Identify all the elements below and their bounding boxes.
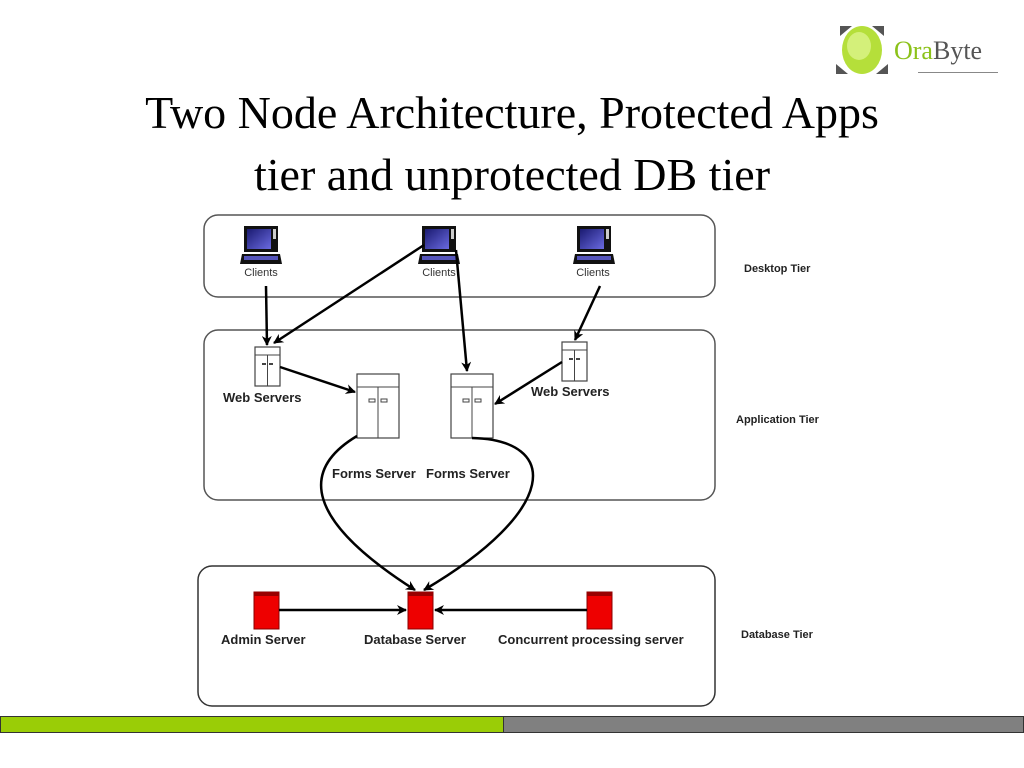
web-servers-label: Web Servers	[223, 390, 302, 405]
admin-server-label: Admin Server	[221, 632, 306, 647]
database-tier-label: Database Tier	[741, 629, 813, 641]
concurrent-processing-server-icon	[586, 591, 613, 630]
forms-server-label: Forms Server	[332, 466, 416, 481]
web-server-icon	[254, 346, 281, 387]
footer-bar-gray	[503, 716, 1024, 733]
footer-bar-green	[0, 716, 504, 733]
web-server-icon	[561, 341, 588, 382]
client-label: Clients	[576, 267, 610, 279]
arrow-client2-to-web1	[273, 243, 425, 345]
database-server-icon	[407, 591, 434, 630]
client-laptop-icon	[240, 226, 282, 264]
arrow-web2-to-forms2	[494, 360, 563, 406]
arrow-client1-to-web1	[261, 285, 272, 346]
concurrent-processing-server-label: Concurrent processing server	[498, 632, 684, 647]
database-tier-box	[197, 565, 716, 707]
database-server-label: Database Server	[364, 632, 466, 647]
forms-server-icon	[450, 373, 494, 439]
logo-emblem-icon	[836, 26, 888, 74]
client-laptop-icon	[418, 226, 460, 264]
arrow-web1-to-forms1	[279, 365, 356, 394]
page-title: Two Node Architecture, Protected Apps ti…	[0, 82, 1024, 206]
arrow-forms1-to-db	[320, 434, 416, 592]
arrow-client2-to-forms2	[454, 249, 472, 372]
web-servers-label: Web Servers	[531, 384, 610, 399]
admin-server-icon	[253, 591, 280, 630]
client-label: Clients	[422, 267, 456, 279]
client-label: Clients	[244, 267, 278, 279]
title-line-1: Two Node Architecture, Protected Apps	[145, 87, 879, 138]
connectors	[261, 243, 602, 615]
arrow-forms2-to-db	[423, 436, 535, 592]
logo-text: OraByte	[894, 36, 983, 65]
desktop-tier-label: Desktop Tier	[744, 263, 811, 275]
orabyte-logo: OraByte	[832, 22, 1012, 78]
arrow-client3-to-web2	[573, 285, 602, 341]
client-laptop-icon	[573, 226, 615, 264]
title-line-2: tier and unprotected DB tier	[253, 149, 771, 200]
forms-server-icon	[356, 373, 400, 439]
forms-server-label: Forms Server	[426, 466, 510, 481]
application-tier-label: Application Tier	[736, 414, 819, 426]
logo-underline	[918, 72, 998, 73]
